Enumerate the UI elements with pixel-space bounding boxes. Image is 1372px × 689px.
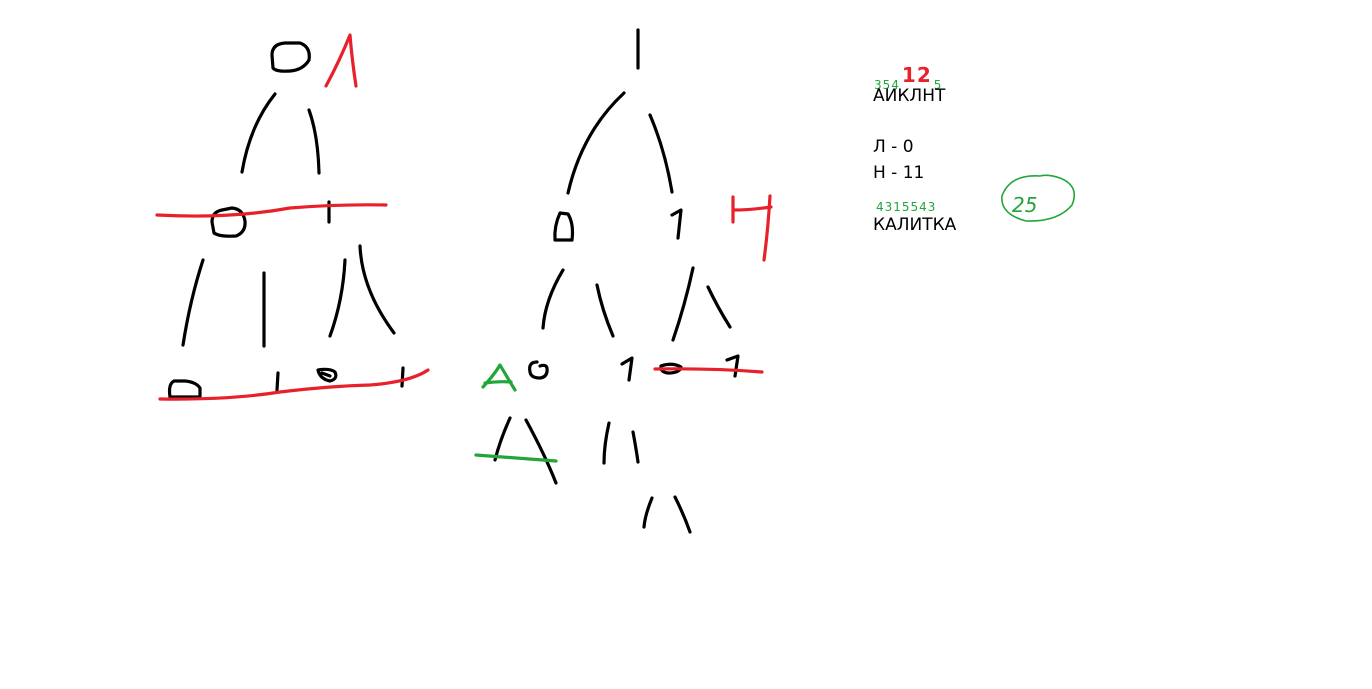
alphabet: АИКЛНТ (873, 86, 946, 106)
code-l: Л - 0 (873, 137, 914, 157)
notes-drawing: 25 (1001, 174, 1076, 222)
word-digits: 4315543 (876, 200, 937, 214)
left-letter-glyph (324, 33, 358, 88)
middle-l2-zero-glyph (659, 362, 683, 375)
code-n: Н - 11 (873, 163, 925, 183)
middle-branch (541, 268, 565, 330)
left-l2-zero-glyph (316, 367, 338, 383)
middle-branch (671, 266, 695, 342)
middle-l2-one-glyph (725, 354, 740, 378)
middle-branch (595, 283, 615, 338)
middle-branch (493, 416, 512, 462)
middle-branch (566, 91, 626, 195)
middle-letter-glyph (731, 194, 773, 262)
middle-letter-green-glyph (481, 363, 517, 392)
middle-branch (631, 430, 640, 464)
total-circle (1001, 174, 1076, 222)
middle-branch (673, 495, 692, 534)
middle-tree (474, 28, 773, 534)
middle-l2-zero-glyph (528, 360, 549, 380)
alphabet-digits-left: 354 (874, 78, 900, 92)
left-branch (328, 258, 347, 338)
left-tree (155, 33, 430, 401)
left-branch (307, 108, 321, 175)
left-l1-zero-glyph (210, 206, 247, 238)
left-branch (358, 244, 396, 335)
middle-l2-one-glyph (620, 356, 634, 382)
word: КАЛИТКА (873, 215, 957, 235)
left-strike-line (155, 203, 388, 218)
middle-branch (706, 285, 732, 329)
middle-branch (642, 496, 654, 529)
left-l2-one-glyph (275, 371, 280, 392)
middle-branch (602, 421, 611, 465)
left-l2-one-glyph (400, 366, 405, 388)
middle-l1-zero-glyph (553, 211, 575, 242)
left-branch (181, 258, 205, 347)
alphabet-digits-red: 12 (901, 63, 932, 87)
middle-strike-line (474, 453, 558, 463)
middle-branch (524, 418, 558, 485)
left-branch (240, 92, 277, 174)
left-strike-line (158, 368, 430, 401)
middle-strike-line (653, 367, 764, 374)
left-root-zero-glyph (270, 41, 311, 73)
alphabet-digits-right: 5 (933, 78, 943, 92)
total-text: 25 (1012, 193, 1037, 217)
left-l2-zero-glyph (167, 379, 202, 399)
middle-l1-one-glyph (670, 208, 683, 240)
middle-branch (648, 113, 674, 194)
